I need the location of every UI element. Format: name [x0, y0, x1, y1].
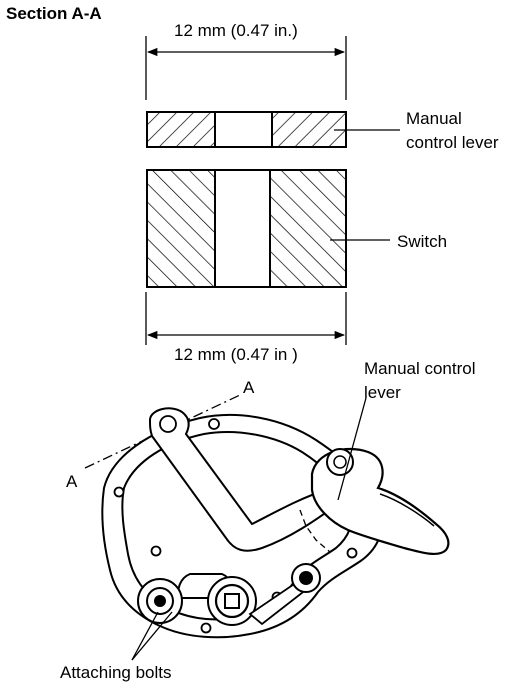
section-title: Section A-A: [6, 4, 102, 23]
manual-control-lever-label: Manual control lever: [364, 359, 476, 402]
bottom-dimension-label: 12 mm (0.47 in ): [174, 345, 298, 364]
section-mark-lower: A: [66, 472, 78, 491]
lever-section: [146, 111, 347, 148]
attaching-bolts-label: Attaching bolts: [60, 663, 172, 682]
attaching-bolt-left: [137, 578, 183, 624]
section-mark-upper: A: [243, 378, 255, 397]
manual-control-lever: [299, 447, 450, 556]
switch-section: [146, 169, 347, 288]
top-dimension: [145, 36, 347, 100]
attaching-bolt-right: [291, 563, 321, 593]
top-dimension-label: 12 mm (0.47 in.): [174, 21, 298, 40]
manual-lever-leader: [337, 397, 367, 501]
switch-housing: [101, 413, 383, 639]
bolts-leaders: [131, 611, 173, 661]
switch-label: Switch: [397, 232, 448, 251]
manual-control-lever-section-label: Manual control lever: [406, 109, 499, 152]
bottom-dimension: [145, 292, 347, 345]
central-shaft: [177, 573, 257, 626]
